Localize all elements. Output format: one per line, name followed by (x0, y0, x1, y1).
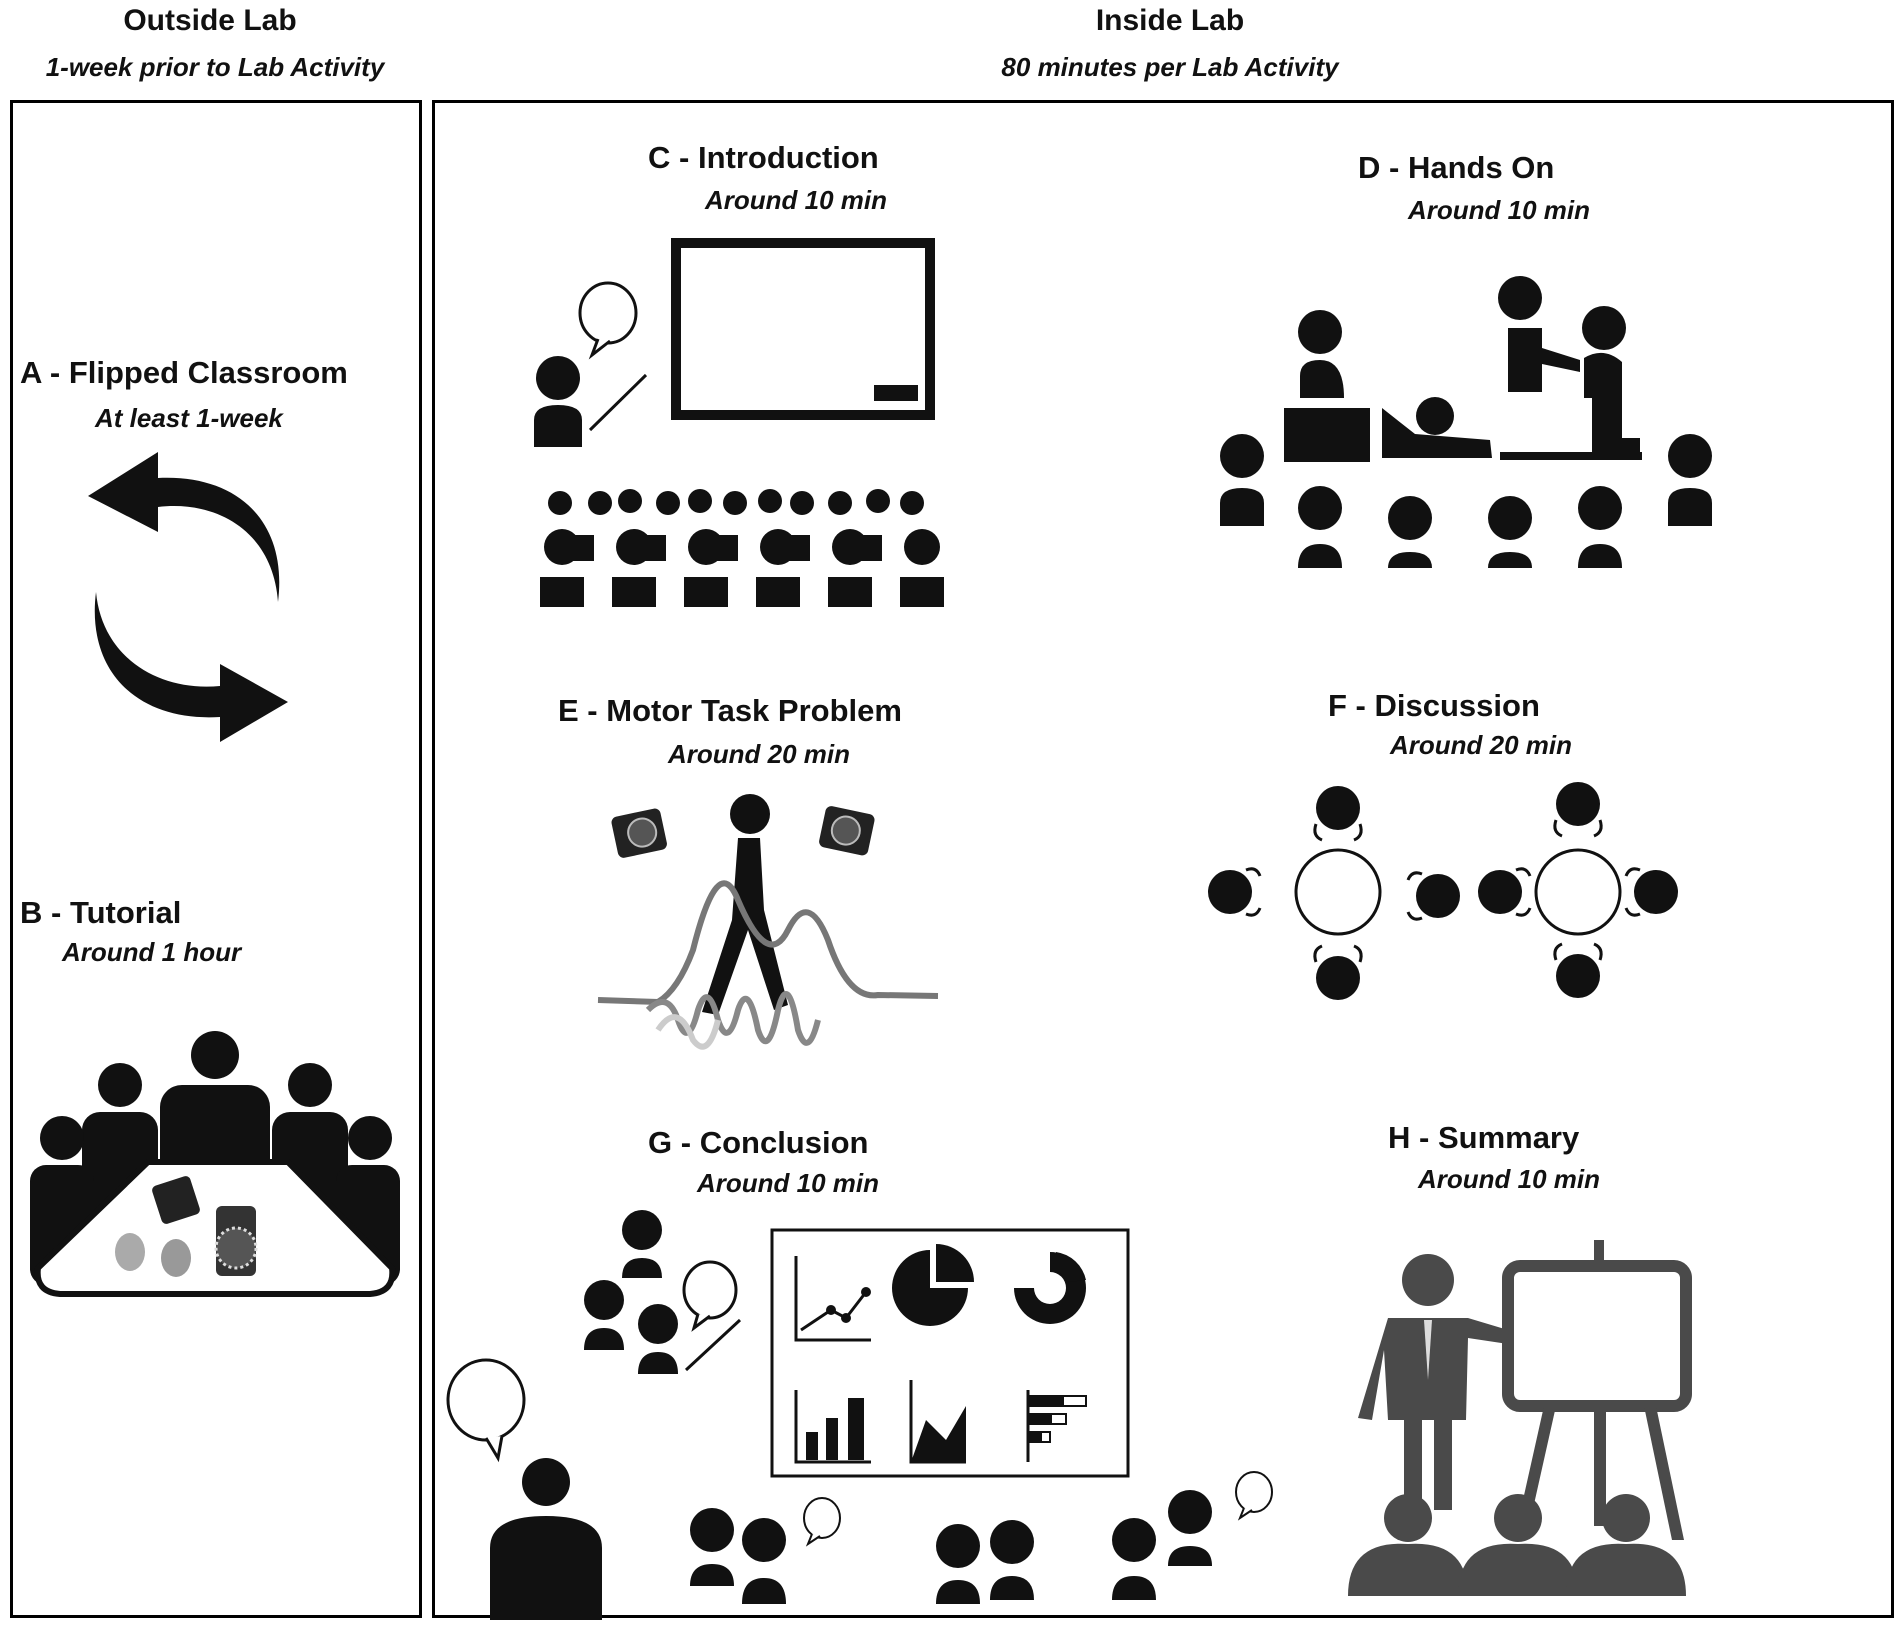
step-e-letter: E - (558, 693, 598, 728)
step-c-letter: C - (648, 140, 690, 175)
inside-lab-panel (432, 100, 1894, 1618)
hands-on-practice-icon (1220, 276, 1712, 568)
step-c-duration: Around 10 min (705, 185, 888, 215)
step-c-title: C - Introduction (648, 140, 879, 176)
outside-lab-subtitle: 1-week prior to Lab Activity (45, 52, 385, 82)
step-a-letter: A - (20, 355, 61, 390)
step-h-duration: Around 10 min (1418, 1164, 1601, 1194)
step-e-title: E - Motor Task Problem (558, 693, 902, 729)
step-b-name: Tutorial (69, 895, 182, 930)
step-f-letter: F - (1328, 688, 1366, 723)
step-f-name: Discussion (1374, 688, 1540, 723)
outside-lab-panel (10, 100, 422, 1618)
step-d-letter: D - (1358, 150, 1400, 185)
step-f-duration: Around 20 min (1390, 730, 1573, 760)
step-b-title: B - Tutorial (20, 895, 181, 931)
step-g-letter: G - (648, 1125, 692, 1160)
step-e-name: Motor Task Problem (606, 693, 902, 728)
inside-lab-title: Inside Lab (1095, 4, 1245, 37)
step-a-name: Flipped Classroom (68, 355, 348, 390)
outside-lab-title: Outside Lab (123, 4, 297, 37)
student-row-back (548, 489, 924, 515)
step-d-title: D - Hands On (1358, 150, 1554, 186)
chart-board-presentation-icon (446, 1210, 1273, 1620)
step-e-duration: Around 20 min (668, 739, 851, 769)
step-c-name: Introduction (697, 140, 879, 175)
step-h-title: H - Summary (1388, 1120, 1579, 1156)
step-a-title: A - Flipped Classroom (20, 355, 348, 391)
round-table-discussion-icon (1208, 782, 1678, 1000)
presenter-easel-icon (1348, 1240, 1692, 1596)
step-h-name: Summary (1437, 1120, 1580, 1155)
step-f-title: F - Discussion (1328, 688, 1540, 724)
lecture-classroom-icon (534, 238, 944, 607)
step-g-duration: Around 10 min (697, 1168, 880, 1198)
walking-motion-capture-icon (597, 794, 939, 1050)
step-g-title: G - Conclusion (648, 1125, 868, 1161)
step-g-name: Conclusion (699, 1125, 869, 1160)
step-h-letter: H - (1388, 1120, 1430, 1155)
meeting-table-icon (30, 1031, 400, 1297)
step-b-duration: Around 1 hour (62, 937, 242, 967)
step-b-letter: B - (20, 895, 62, 930)
cycle-arrows-icon (88, 452, 289, 742)
step-d-name: Hands On (1407, 150, 1555, 185)
camera-icon (611, 808, 667, 858)
step-a-duration: At least 1-week (95, 403, 283, 433)
inside-lab-subtitle: 80 minutes per Lab Activity (1001, 52, 1339, 82)
step-d-duration: Around 10 min (1408, 195, 1591, 225)
